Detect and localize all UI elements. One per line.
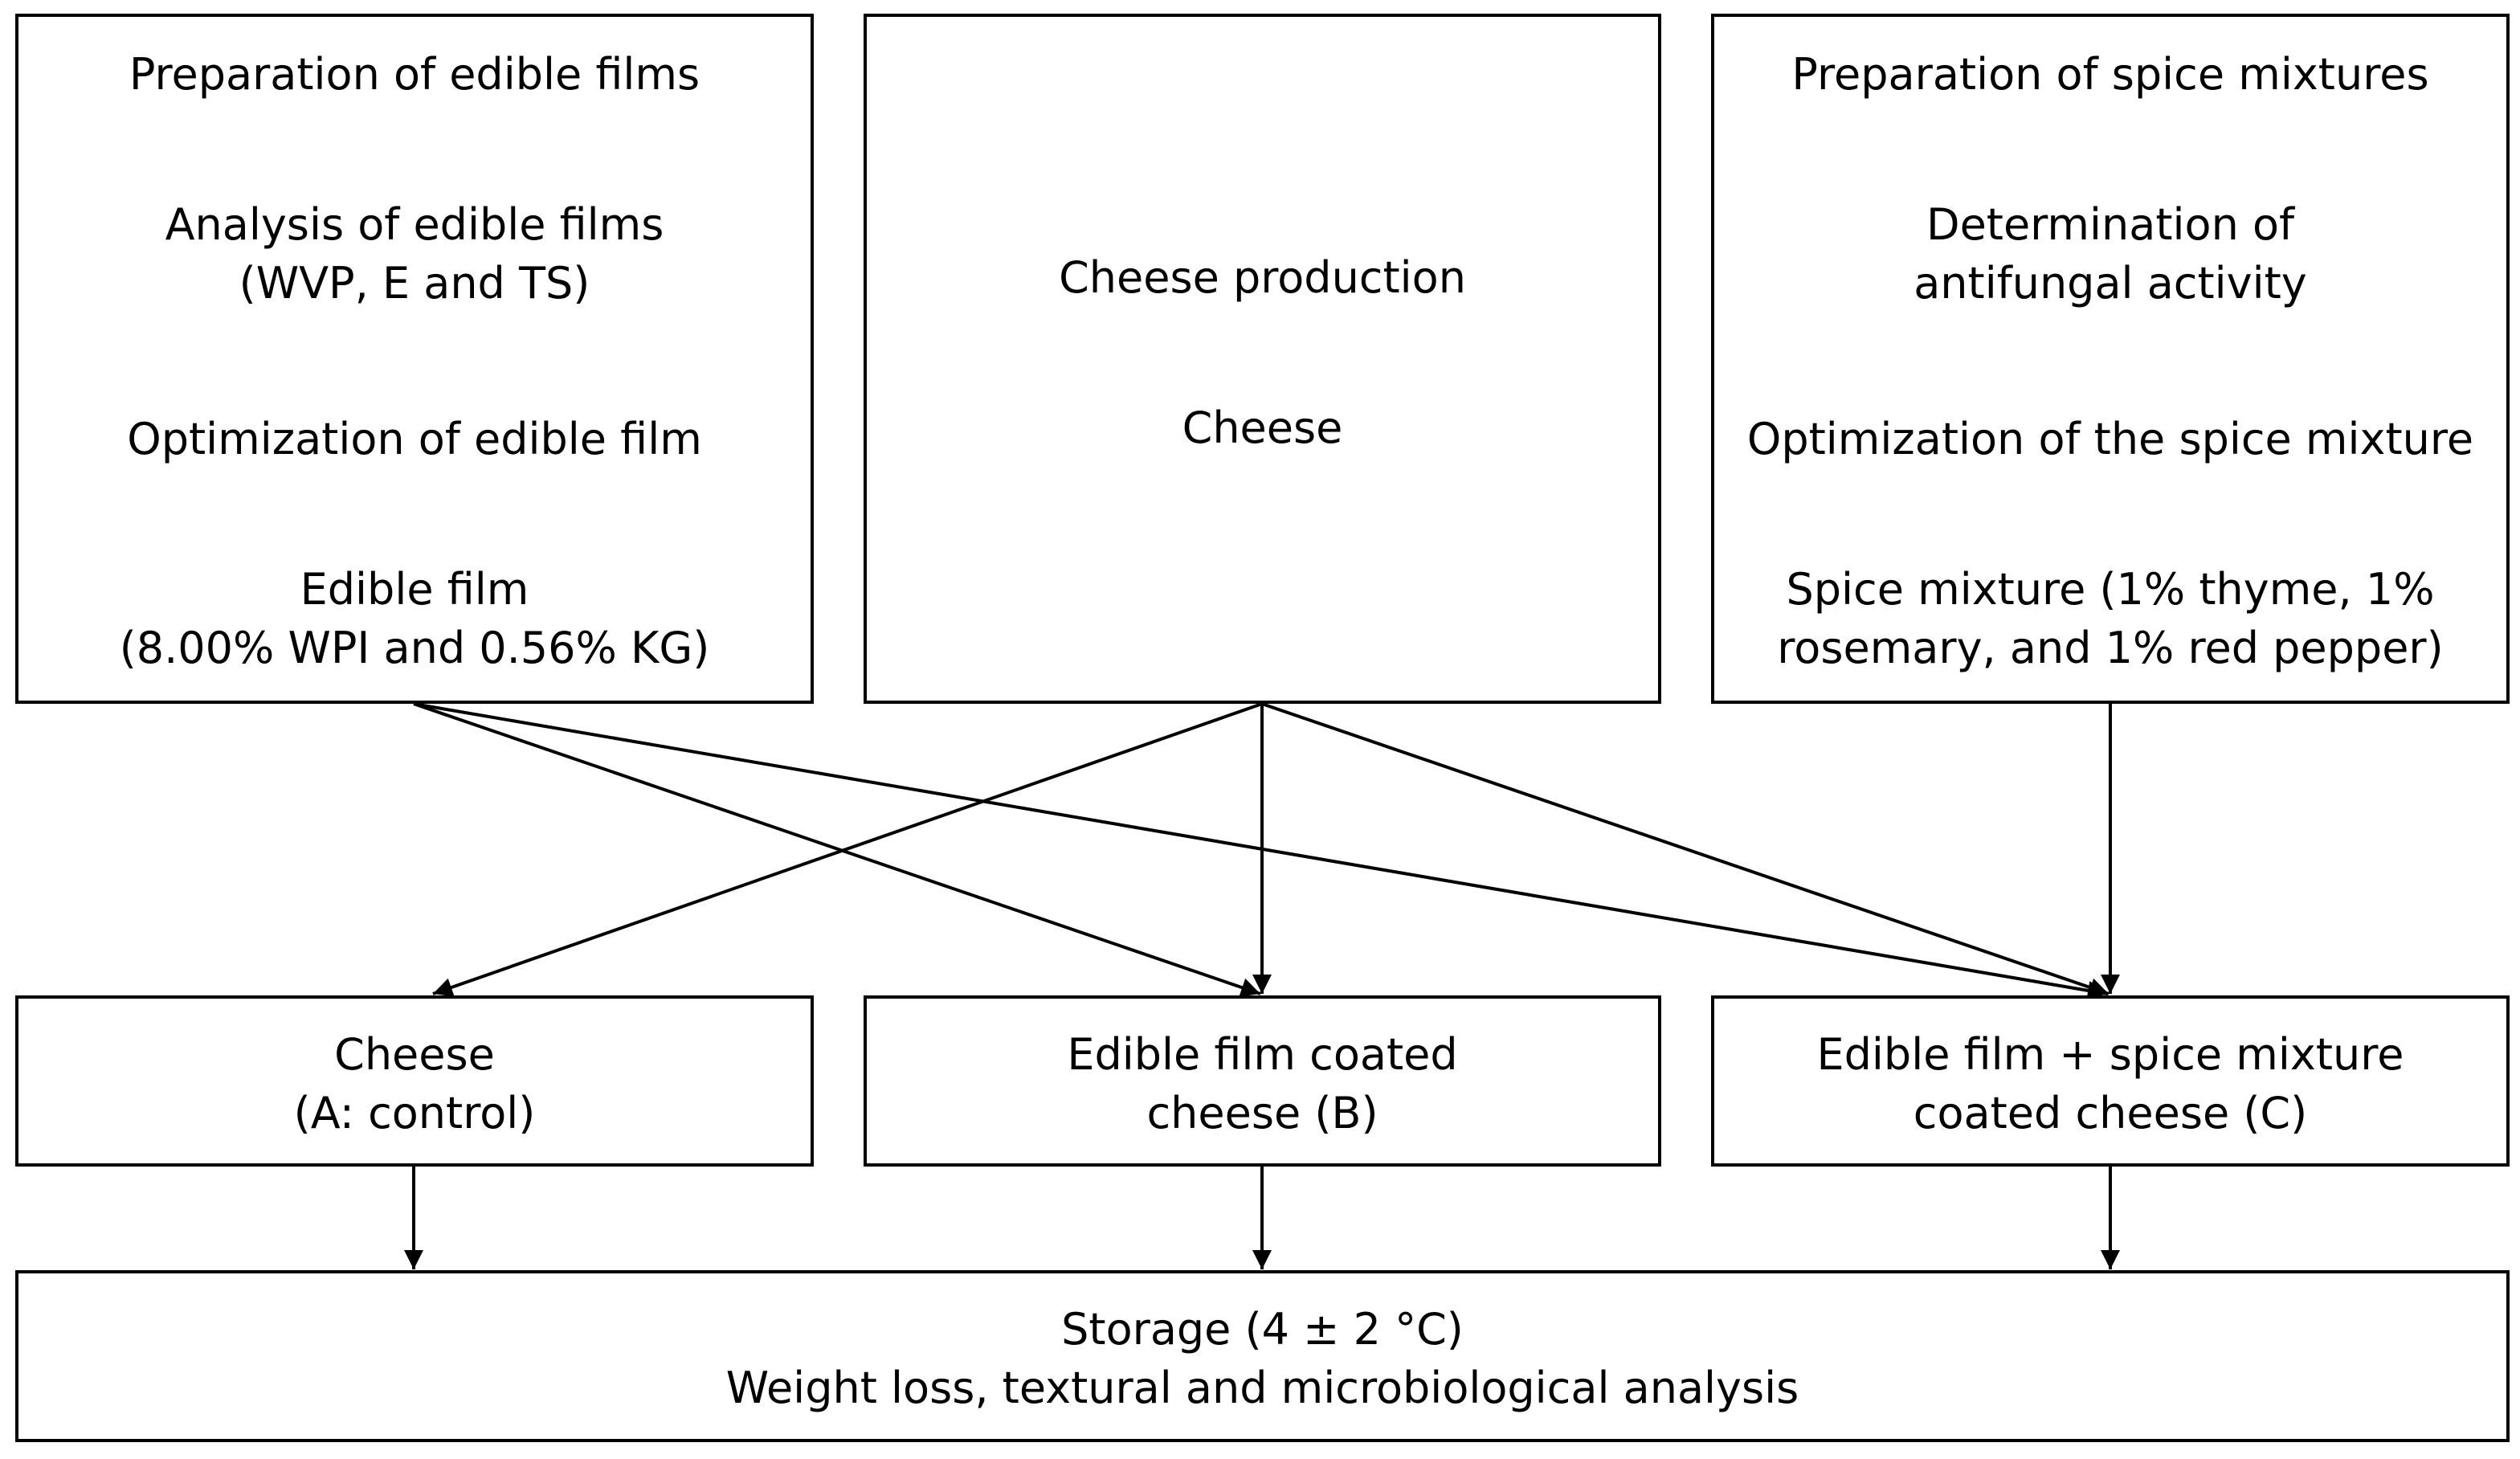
sample-b-line-2: cheese (B) [1146,1088,1378,1138]
spice-step-1: Preparation of spice mixtures [1791,49,2429,100]
sample-c-line-1: Edible film + spice mixture [1816,1029,2404,1080]
films-step-2-line-1: Analysis of edible films [165,199,664,250]
sample-c-line-2: coated cheese (C) [1913,1088,2308,1138]
arrow-cheese-to-c [1261,702,2110,997]
films-step-4-line-1: Edible film [300,564,529,615]
sample-b-box: Edible film coated cheese (B) [864,995,1661,1167]
spice-step-3: Optimization of the spice mixture [1746,414,2474,464]
storage-box: Storage (4 ± 2 °C) Weight loss, textural… [15,1270,2510,1442]
sample-b-line-1: Edible film coated [1067,1029,1458,1080]
sample-a-line-2: (A: control) [293,1088,536,1138]
films-step-3: Optimization of edible film [127,414,702,464]
storage-line-1: Storage (4 ± 2 °C) [1061,1304,1464,1355]
cheese-production-box: Cheese production Cheese [864,14,1661,704]
films-step-2-line-2: (WVP, E and TS) [239,258,590,309]
arrow-films-to-b [413,702,1261,997]
spice-step-2-line-1: Determination of [1926,199,2295,250]
films-step-1: Preparation of edible films [129,49,700,100]
edible-film-preparation-box: Preparation of edible films Analysis of … [15,14,814,704]
spice-step-4-line-1: Spice mixture (1% thyme, 1% [1786,564,2435,615]
cheese-step-2: Cheese [1182,403,1343,453]
sample-a-line-1: Cheese [334,1029,495,1080]
sample-a-box: Cheese (A: control) [15,995,814,1167]
cheese-step-1: Cheese production [1059,252,1466,303]
arrow-cheese-to-a [432,702,1263,997]
storage-line-2: Weight loss, textural and microbiologica… [725,1363,1799,1413]
spice-step-2-line-2: antifungal activity [1913,258,2307,309]
sample-c-box: Edible film + spice mixture coated chees… [1711,995,2510,1167]
films-step-4-line-2: (8.00% WPI and 0.56% KG) [119,623,710,673]
spice-mixture-preparation-box: Preparation of spice mixtures Determinat… [1711,14,2510,704]
spice-step-4-line-2: rosemary, and 1% red pepper) [1777,623,2444,673]
